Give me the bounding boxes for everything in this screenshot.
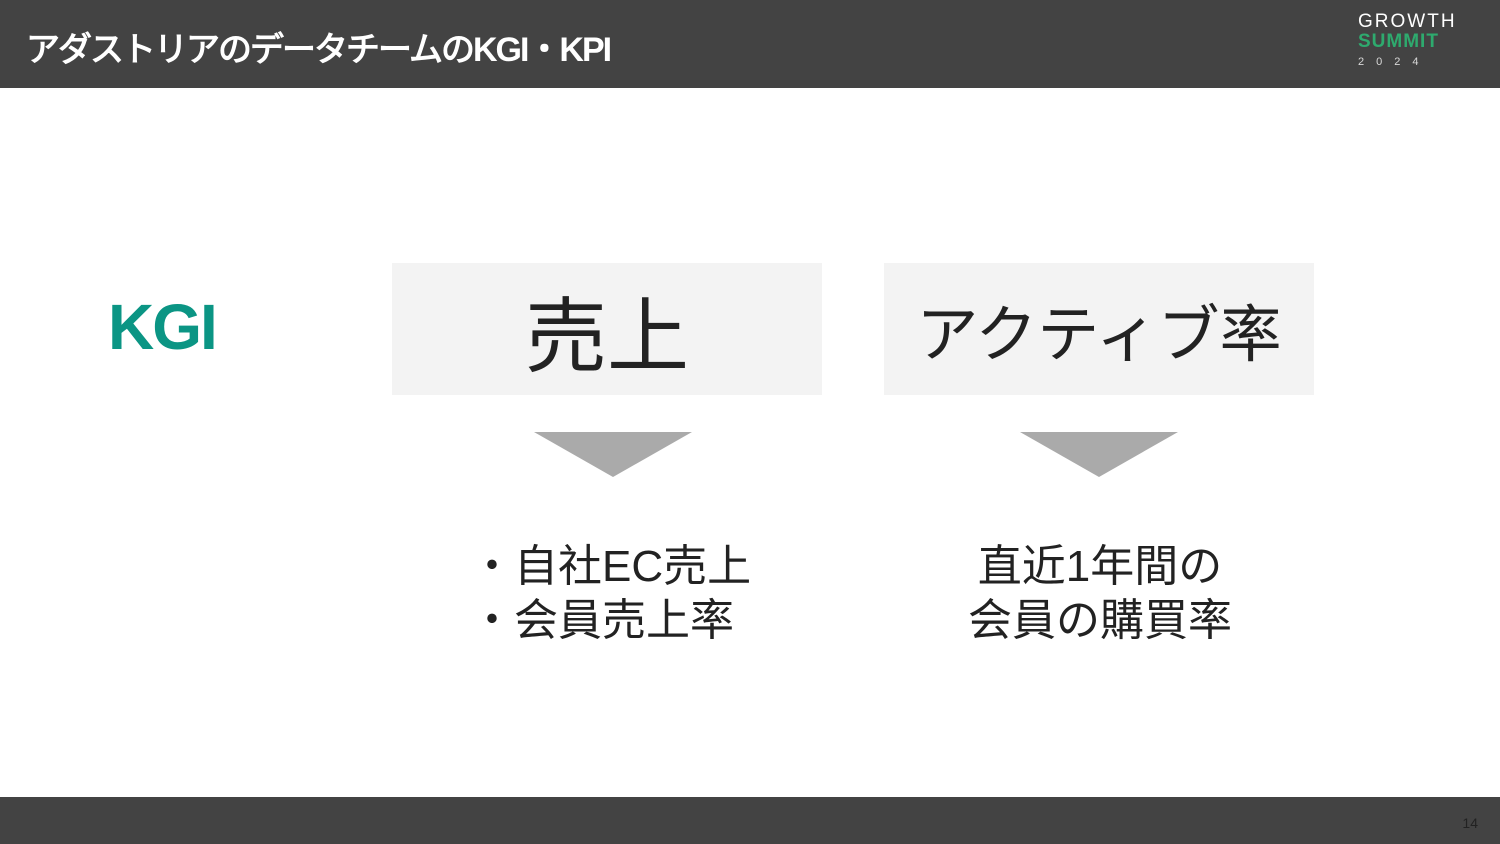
logo-line-summit: SUMMIT: [1358, 31, 1439, 52]
kpi-item: 直近1年間の: [977, 542, 1223, 591]
kpi-item: 会員の購買率: [968, 596, 1232, 645]
down-arrow-icon: [534, 432, 692, 477]
kpi-list-active-rate: 直近1年間の 会員の購買率: [930, 540, 1270, 648]
kgi-box-active-rate: アクティブ率: [884, 263, 1314, 395]
kgi-box-label: アクティブ率: [916, 301, 1282, 370]
kgi-label: KGI: [108, 291, 218, 363]
kpi-item: ・自社EC売上: [470, 542, 752, 591]
growth-summit-logo: GROWTH SUMMIT 2024: [1358, 12, 1458, 70]
kgi-box-sales: 売上: [392, 263, 822, 395]
logo-line-growth: GROWTH: [1358, 11, 1457, 32]
down-arrow-icon: [1020, 432, 1178, 477]
page-number: 14: [1462, 815, 1478, 831]
kpi-list-sales: ・自社EC売上 ・会員売上率: [470, 540, 760, 648]
slide-title: アダストリアのデータチームのKGI・KPI: [26, 31, 612, 69]
logo-line-year: 2024: [1358, 56, 1431, 68]
kpi-item: ・会員売上率: [470, 596, 734, 645]
kgi-box-label: 売上: [524, 291, 689, 383]
footer-bar: 14: [0, 797, 1500, 844]
header-bar: アダストリアのデータチームのKGI・KPI GROWTH SUMMIT 2024: [0, 0, 1500, 88]
